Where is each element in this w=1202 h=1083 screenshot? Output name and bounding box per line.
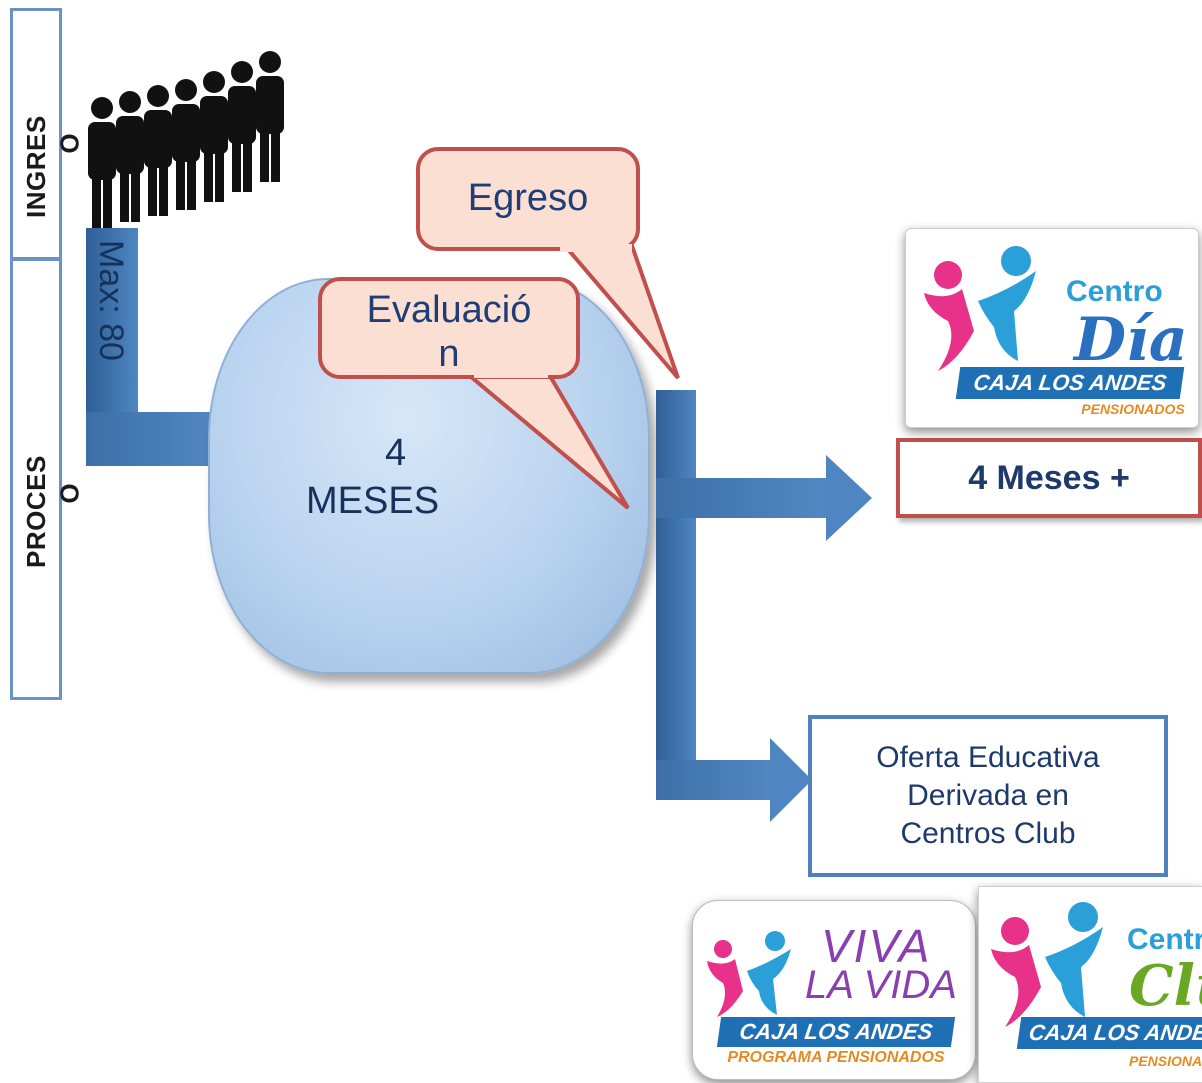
centro-club-title: Centro: [1127, 923, 1202, 956]
outcome-derived-line3: Centros Club: [900, 817, 1076, 850]
outcome-derived-line2: Derivada en: [907, 779, 1069, 812]
evaluacion-callout-line1: Evaluació: [366, 289, 532, 331]
output-arrow-upper-shaft: [656, 478, 834, 518]
outcome-continue-label: 4 Meses +: [968, 458, 1130, 497]
evaluacion-tail-join: [474, 370, 548, 378]
stage-ingreso-overflow: O: [54, 133, 85, 154]
centro-dia-sub: PENSIONADOS: [1081, 401, 1185, 417]
centro-dia-script: Día: [1074, 305, 1188, 375]
output-arrow-lower-shaft: [656, 760, 776, 800]
output-arrow-upper-head: [826, 455, 872, 541]
viva-la-vida-mid: LA VIDA: [805, 963, 957, 1007]
output-branch-vertical: [656, 390, 696, 800]
process-duration-unit: MESES: [306, 480, 440, 522]
centro-club-logo: Centro Club CAJA LOS ANDES PENSIONADOS: [978, 886, 1202, 1083]
people-queue-icon: [88, 51, 284, 228]
evaluacion-callout-line2: n: [438, 333, 460, 375]
stage-ingreso-label: INGRES: [21, 115, 51, 218]
figures-icon: [707, 931, 791, 1017]
stage-ingreso-box: [10, 8, 62, 260]
centro-dia-band: CAJA LOS ANDES: [955, 367, 1185, 399]
outcome-continue-box: 4 Meses +: [896, 438, 1202, 518]
centro-dia-logo: Centro Día CAJA LOS ANDES PENSIONADOS: [905, 228, 1199, 428]
egreso-callout-text: Egreso: [467, 177, 589, 219]
entry-arrow-horizontal: [86, 412, 226, 466]
viva-la-vida-band: CAJA LOS ANDES: [716, 1017, 956, 1047]
figures-icon: [924, 246, 1036, 371]
egreso-tail-join: [560, 244, 632, 252]
stage-proceso-box: [10, 258, 62, 700]
viva-la-vida-title: VIVA: [821, 920, 932, 972]
centro-dia-title: Centro: [1066, 275, 1163, 308]
viva-la-vida-sub: PROGRAMA PENSIONADOS: [727, 1049, 945, 1066]
figures-icon: [991, 902, 1103, 1027]
max-capacity-label: Max: 80: [92, 240, 130, 361]
process-duration-number: 4: [385, 432, 407, 474]
outcome-derived-line1: Oferta Educativa: [876, 741, 1100, 774]
stage-proceso-overflow: O: [54, 483, 85, 504]
egreso-callout: Egreso: [416, 147, 640, 251]
output-arrow-lower-head: [770, 738, 812, 822]
centro-club-band: CAJA LOS ANDES: [1016, 1017, 1202, 1049]
centro-club-sub: PENSIONADOS: [1129, 1053, 1202, 1069]
stage-proceso-label: PROCES: [21, 455, 51, 568]
centro-club-script: Club: [1129, 953, 1202, 1019]
outcome-derived-box: Oferta Educativa Derivada en Centros Clu…: [808, 715, 1168, 877]
evaluacion-callout-tail: [464, 374, 630, 510]
viva-la-vida-logo: VIVA LA VIDA CAJA LOS ANDES PROGRAMA PEN…: [692, 900, 976, 1080]
evaluacion-callout: Evaluació n: [318, 277, 580, 379]
